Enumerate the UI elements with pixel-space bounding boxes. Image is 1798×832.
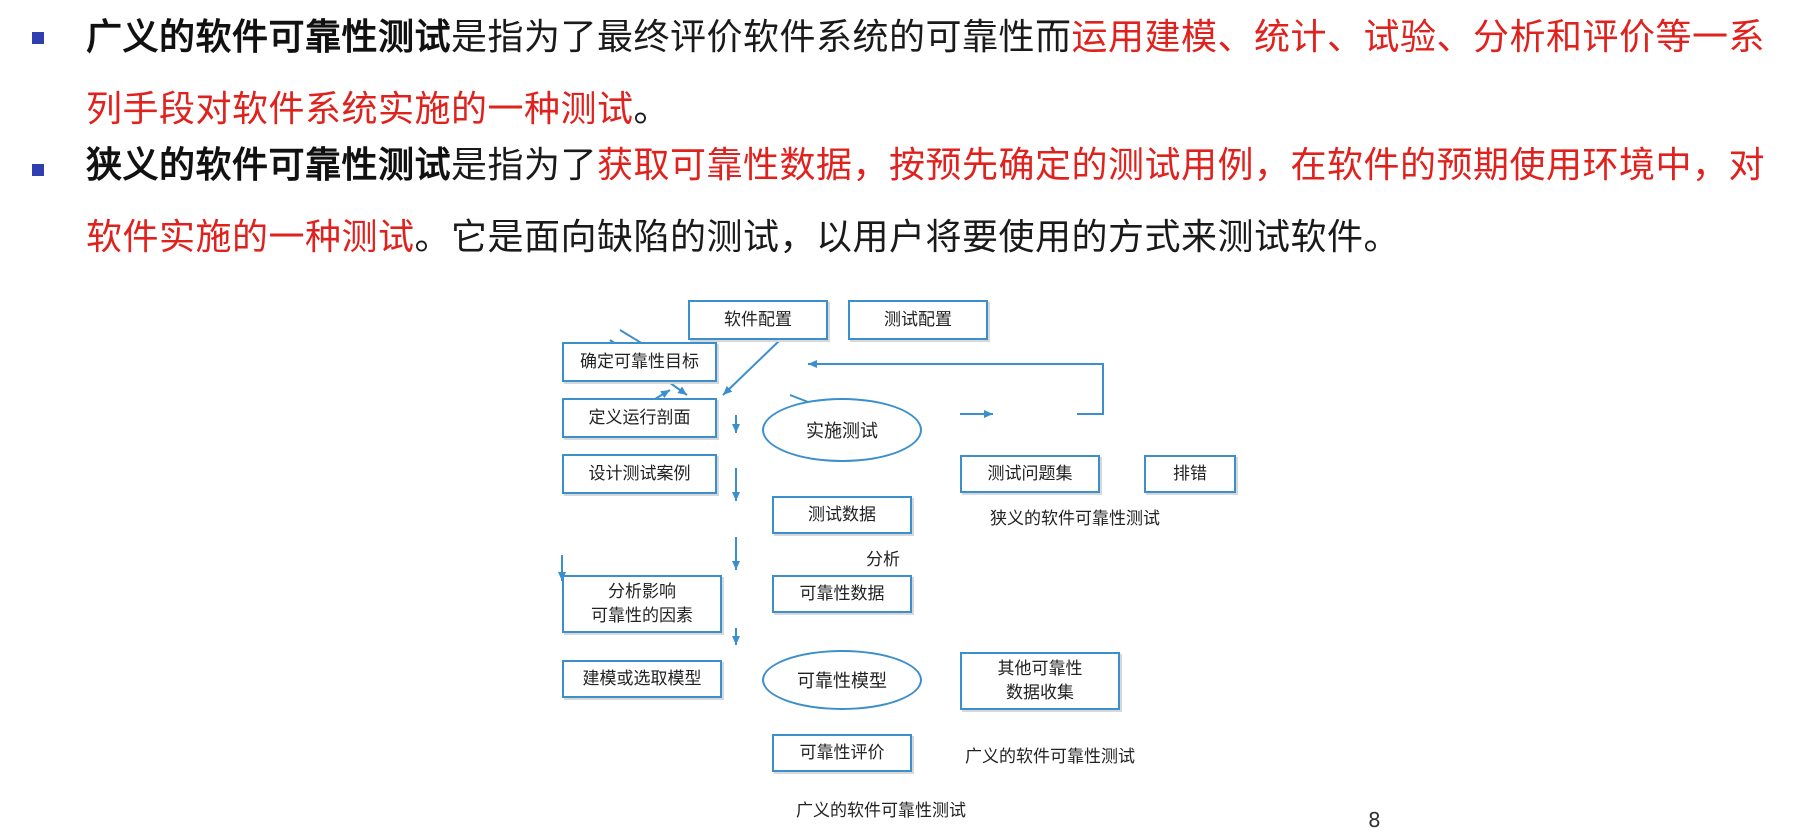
narrow-caption: 狭义的软件可靠性测试 [990,509,1160,529]
bullet-narrow: 狭义的软件可靠性测试是指为了获取可靠性数据，按预先确定的测试用例，在软件的预期使… [30,130,1790,274]
build-model-box: 建模或选取模型 [562,660,722,698]
bullet-square-icon [32,32,44,44]
reliability-test-flow-diagram: 软件配置 测试配置 确定可靠性目标 定义运行剖面 设计测试案例 实施测试 测试问… [540,290,1300,827]
analyze-factors-line1: 分析影响 [608,582,676,602]
other-data-line1: 其他可靠性 [997,659,1083,679]
design-cases-box: 设计测试案例 [562,454,717,494]
bullet-broad: 广义的软件可靠性测试是指为了最终评价软件系统的可靠性而运用建模、统计、试验、分析… [30,2,1790,146]
page-number: 8 [1368,808,1381,832]
bullet-bold-term: 狭义的软件可靠性测试 [86,145,452,186]
other-data-box: 其他可靠性 数据收集 [960,652,1120,710]
analysis-label: 分析 [866,550,900,570]
bullet-highlight-text: 运用建模、统计、试验、分析和评价等一系列手段对软件系统实施的一种测试 [86,17,1766,130]
analyze-factors-box: 分析影响 可靠性的因素 [562,575,722,633]
bullet-highlight-text: 获取可靠性数据，按预先确定的测试用例，在软件的预期使用环境中，对软件实施的一种测… [86,145,1766,258]
evaluate-box: 可靠性评价 [772,734,912,772]
bullet-tail-text: 。 [633,89,671,130]
reliability-data-box: 可靠性数据 [772,575,912,613]
analyze-factors-line2: 可靠性的因素 [591,606,693,626]
software-config-box: 软件配置 [688,300,828,340]
bullet-text: 狭义的软件可靠性测试是指为了获取可靠性数据，按预先确定的测试用例，在软件的预期使… [86,130,1790,274]
bullet-text: 广义的软件可靠性测试是指为了最终评价软件系统的可靠性而运用建模、统计、试验、分析… [86,2,1790,146]
bullet-normal-text: 是指为了最终评价软件系统的可靠性而 [451,17,1072,58]
test-config-box: 测试配置 [848,300,988,340]
debug-box: 排错 [1144,455,1236,493]
bullet-bold-term: 广义的软件可靠性测试 [86,17,452,58]
define-profile-box: 定义运行剖面 [562,398,717,438]
broad-caption-right: 广义的软件可靠性测试 [965,747,1135,767]
problem-set-box: 测试问题集 [960,455,1100,493]
execute-test-ellipse: 实施测试 [762,398,922,462]
determine-goal-box: 确定可靠性目标 [562,342,717,382]
bullet-tail-text: 。它是面向缺陷的测试，以用户将要使用的方式来测试软件。 [414,217,1401,258]
bullet-normal-text: 是指为了 [451,145,598,186]
other-data-line2: 数据收集 [1006,683,1074,703]
bullet-square-icon [32,164,44,176]
broad-caption-bottom: 广义的软件可靠性测试 [796,801,966,821]
test-data-box: 测试数据 [772,496,912,534]
reliability-model-ellipse: 可靠性模型 [762,650,922,710]
